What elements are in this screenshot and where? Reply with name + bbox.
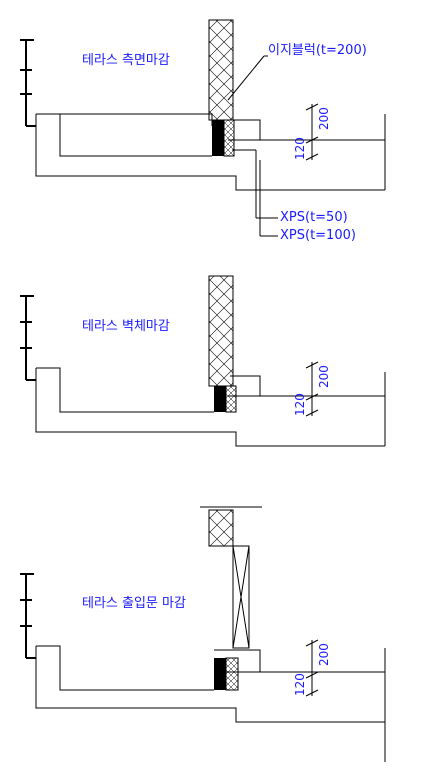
railing-1 [20, 39, 36, 127]
detail-2 [20, 275, 386, 447]
railing-3 [20, 573, 36, 659]
detail-1 [20, 19, 386, 237]
dim-120-3: 120 [293, 673, 307, 696]
dim-200-2: 200 [317, 365, 331, 388]
callout-xps-100: XPS(t=100) [280, 228, 356, 243]
dim-120-2: 120 [293, 393, 307, 416]
dim-200-1: 200 [317, 107, 331, 130]
detail-1-title: 테라스 측면마감 [82, 53, 170, 68]
dim-200-3: 200 [317, 643, 331, 666]
callout-easy-block: 이지블럭(t=200) [268, 43, 367, 58]
detail-2-title: 테라스 벽체마감 [82, 319, 170, 334]
dim-120-1: 120 [293, 137, 307, 160]
railing-2 [20, 295, 36, 381]
callout-xps-50: XPS(t=50) [280, 210, 348, 225]
detail-3 [20, 506, 386, 762]
detail-3-title: 테라스 출입문 마감 [82, 596, 186, 611]
